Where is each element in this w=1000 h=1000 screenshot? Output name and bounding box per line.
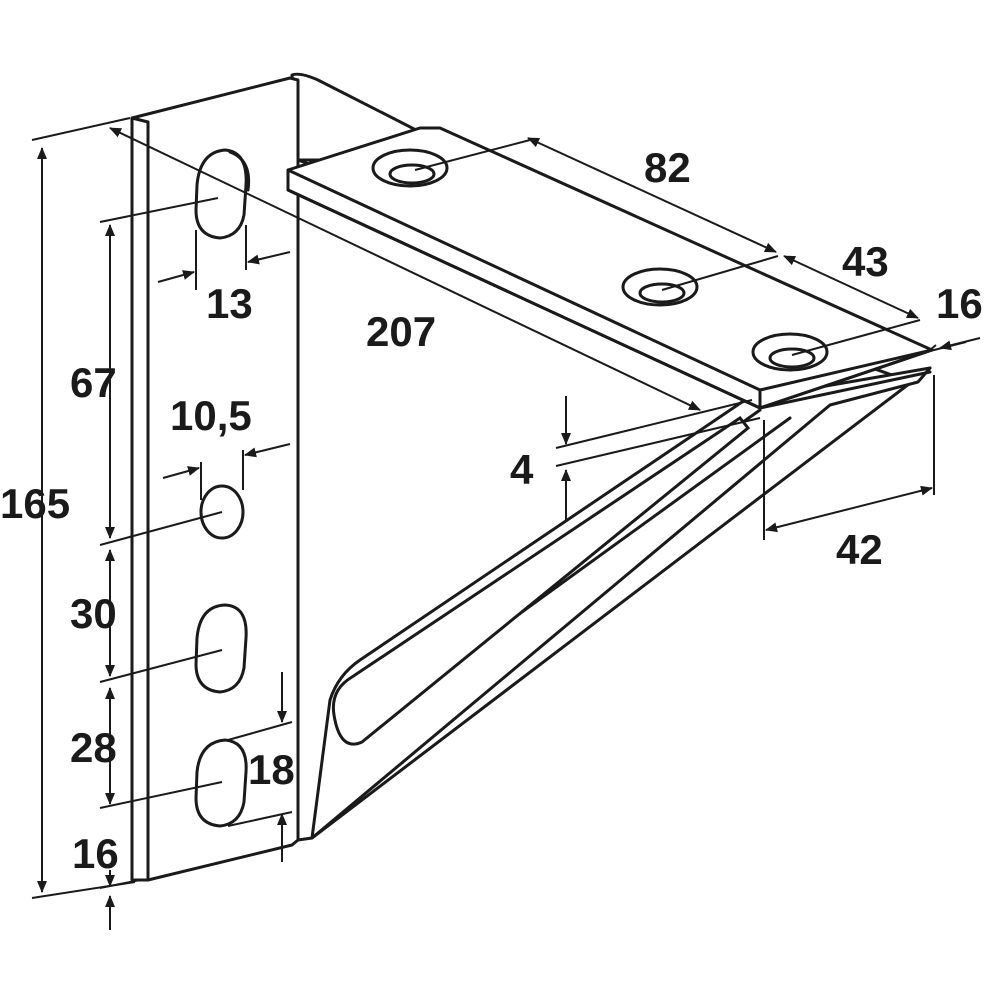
leader-arm-hole-1: [414, 139, 531, 171]
label-16-arm: 16: [936, 280, 983, 327]
dim-16-arm-ext: [925, 341, 967, 353]
dim-207-line: [109, 127, 701, 411]
label-18: 18: [248, 746, 295, 793]
label-42: 42: [836, 526, 883, 573]
dim-4-ext-top: [555, 399, 753, 449]
dim-105-arrow-right: [244, 443, 291, 458]
wall-plate-top: [130, 116, 150, 124]
strut-slot: [331, 415, 751, 746]
leader-bottom-edge: [99, 879, 141, 889]
label-82: 82: [644, 144, 691, 191]
label-16-bottom: 16: [72, 830, 119, 877]
label-207: 207: [366, 308, 436, 355]
plate-slot-top: [194, 148, 248, 240]
leader-arm-hole-2: [661, 255, 779, 291]
leader-arm-hole-3: [791, 319, 921, 356]
leader-round-hole: [99, 511, 223, 546]
dim-165-ext-top: [31, 117, 131, 141]
label-28: 28: [70, 724, 117, 771]
label-43: 43: [842, 238, 889, 285]
arm-hole-2-inner: [638, 282, 686, 304]
label-13: 13: [206, 280, 253, 327]
plate-slot-middle: [194, 603, 248, 694]
dim-42-line: [765, 485, 933, 533]
label-10-5: 10,5: [170, 392, 252, 439]
dim-82-line: [527, 137, 777, 253]
dim-4-ext-bottom: [555, 417, 761, 467]
plate-round-hole: [199, 484, 245, 540]
label-4: 4: [510, 446, 534, 493]
arm-hole-3-inner: [768, 347, 816, 369]
label-67: 67: [70, 359, 117, 406]
dim-43-line: [783, 255, 919, 319]
label-30: 30: [70, 590, 117, 637]
leader-slot-middle: [99, 649, 223, 683]
dim-16-arm-arrow-left: [929, 344, 937, 351]
top-arm-underside: [758, 370, 932, 410]
dim-105-arrow-left: [162, 466, 200, 479]
label-165: 165: [0, 480, 70, 527]
dim-18-ext-top: [227, 721, 293, 741]
leader-slot-bottom: [99, 781, 223, 809]
